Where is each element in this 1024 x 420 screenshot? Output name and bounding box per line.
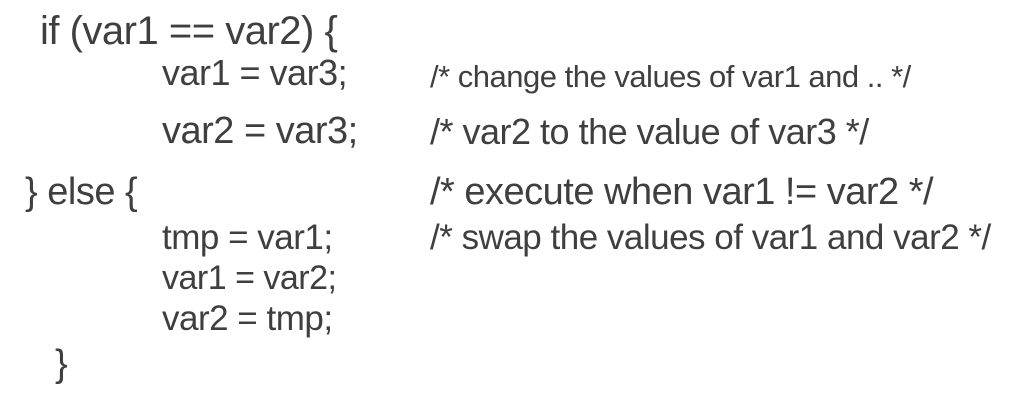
code-line-tmp-assign: tmp = var1; bbox=[162, 218, 333, 257]
code-line-if-condition: if (var1 == var2) { bbox=[40, 9, 338, 53]
comment-var2-to-var3: /* var2 to the value of var3 */ bbox=[430, 111, 869, 152]
comment-execute-when: /* execute when var1 != var2 */ bbox=[430, 171, 934, 213]
code-line-else: } else { bbox=[25, 171, 138, 213]
comment-change-values: /* change the values of var1 and .. */ bbox=[430, 59, 911, 94]
code-line-closing-brace: } bbox=[55, 343, 68, 385]
comment-swap-values: /* swap the values of var1 and var2 */ bbox=[430, 218, 991, 257]
code-line-var2-assign: var2 = var3; bbox=[162, 110, 358, 152]
code-line-var2-swap: var2 = tmp; bbox=[162, 299, 333, 338]
code-line-var1-swap: var1 = var2; bbox=[162, 259, 337, 297]
code-line-var1-assign: var1 = var3; bbox=[162, 52, 348, 93]
